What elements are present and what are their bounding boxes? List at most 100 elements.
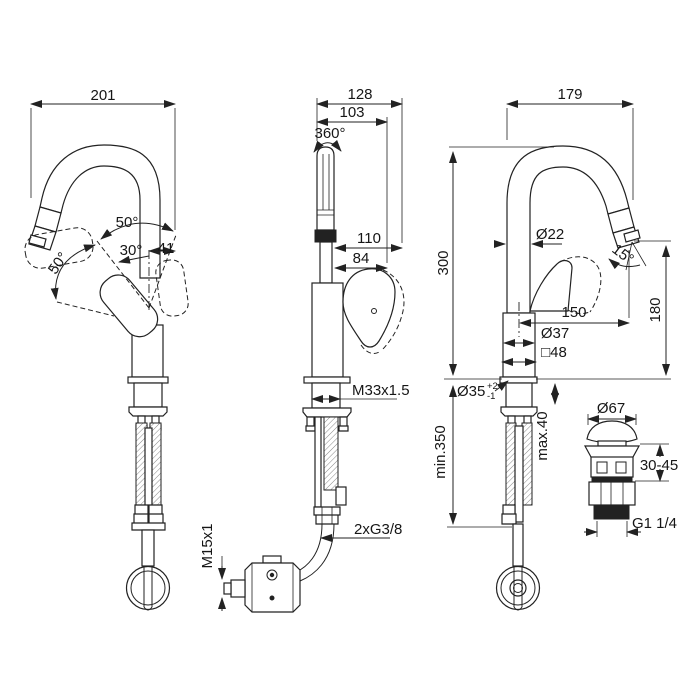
- dim-outlet-angle-arc: [608, 258, 641, 270]
- dim-hole-leader: [494, 380, 509, 392]
- view-right-profile: 179 Ø22 15° 300 180 150 Ø37 □48 Ø35 +2 -…: [432, 86, 671, 611]
- dim-hole-tol-down: -1: [487, 391, 495, 402]
- hose-nut: [313, 506, 341, 525]
- dim-hole-tol-up: +2: [487, 381, 498, 392]
- label-drain-thread: G1 1/4: [632, 515, 677, 532]
- dim-base-square: □48: [541, 344, 567, 361]
- hose-weight: [125, 565, 171, 611]
- valve-screw-center: [269, 572, 275, 578]
- check-valve: [335, 486, 347, 506]
- lever-handle: [529, 259, 573, 312]
- mounting-flange: [128, 406, 168, 417]
- dim-cap-dia: Ø67: [597, 400, 625, 417]
- pullout-rod: [144, 427, 153, 509]
- hose-weight-inner: [500, 570, 536, 606]
- dim-rotation: 360°: [314, 125, 345, 142]
- valve-feed-pipe: [295, 523, 335, 582]
- drain-thread: [593, 504, 630, 520]
- mounting-flange: [500, 406, 538, 417]
- spout-lower: [319, 241, 333, 284]
- view-left-profile: 201 50° 30° 41 50°: [24, 87, 189, 611]
- drain-hex-nut: [588, 481, 636, 506]
- drain-slot: [596, 461, 608, 474]
- extension-lines: [30, 108, 176, 230]
- lever-handle-side-ghost: [155, 259, 189, 317]
- dim-rotation-arc: [313, 139, 342, 153]
- spout-outline: [39, 144, 161, 279]
- pullout-rod: [514, 425, 524, 523]
- pullout-hose: [314, 416, 322, 508]
- supply-hose: [323, 416, 339, 491]
- dim-spout-depth: 103: [339, 104, 364, 121]
- hose-fittings: [131, 504, 166, 531]
- dim-swivel-top: 50°: [116, 214, 139, 231]
- drain-cap: [586, 420, 638, 444]
- dim-reach-inner: 84: [353, 250, 370, 267]
- lever-handle: [342, 268, 396, 348]
- thread-shank: [133, 382, 163, 408]
- spout-outlet: [623, 229, 641, 243]
- drain-cap-neck: [597, 440, 627, 447]
- spray-head-band: [314, 229, 337, 243]
- spout-outlet: [28, 234, 47, 248]
- dim-swivel-top-arc: [100, 222, 174, 240]
- dim-reach-outer: 110: [357, 230, 381, 247]
- dim-swivel-mid: 30°: [120, 242, 143, 259]
- dim-spout-dia: Ø22: [536, 226, 564, 243]
- drain-seal-band: [591, 476, 633, 483]
- dim-depth: 128: [347, 86, 372, 103]
- drain-slot: [615, 461, 627, 474]
- dim-hose-min: min.350: [432, 425, 449, 478]
- pullout-hose: [512, 523, 524, 567]
- dim-reach: 150: [561, 304, 586, 321]
- extension-lines: [444, 108, 671, 528]
- drain-hex-facets: [600, 482, 624, 505]
- hose-weight-hub: [509, 579, 527, 597]
- valve-screw: [266, 569, 278, 581]
- spout-joint-lines: [317, 154, 334, 216]
- dim-swivel-side-arc: [50, 244, 96, 300]
- dim-outlet-height: 180: [647, 297, 664, 322]
- dim-hole-dia: Ø35: [457, 383, 485, 400]
- hose-through-weight: [143, 567, 153, 611]
- dim-swivel-side: 50°: [45, 249, 72, 277]
- label-body-thread: M33x1.5: [352, 382, 410, 399]
- lever-handle-raised-ghost: [24, 227, 94, 269]
- mounting-flange: [302, 407, 352, 418]
- dim-deck-max: max.40: [534, 411, 551, 460]
- valve-connector-cap: [223, 582, 232, 595]
- valve-box-chamfers: [251, 563, 294, 612]
- dim-body-dia: Ø37: [541, 325, 569, 342]
- lever-handle: [99, 274, 159, 338]
- hose-nut-facets: [321, 507, 333, 524]
- hose-through-weight: [513, 567, 523, 611]
- label-connector-thread: M15x1: [199, 523, 216, 568]
- valve-connector: [230, 579, 246, 598]
- dim-height: 300: [435, 250, 452, 275]
- hose-weight-inner: [130, 570, 166, 606]
- base-flange: [127, 376, 169, 384]
- base-flange: [303, 376, 351, 384]
- dim-width: 179: [557, 86, 582, 103]
- lever-handle-ghost: [559, 256, 602, 315]
- dim-offset: 41: [158, 240, 175, 257]
- lever-handle-ghost: [360, 269, 405, 354]
- pullout-hose: [141, 529, 155, 567]
- handle-indicator-dot: [371, 308, 377, 314]
- hose-fitting: [501, 504, 517, 525]
- thread-shank: [505, 382, 533, 408]
- dim-deck-range: 30-45: [640, 457, 678, 474]
- spout-outline: [506, 145, 630, 314]
- label-supply-thread: 2xG3/8: [354, 521, 402, 538]
- faucet-body: [311, 282, 344, 378]
- dim-swivel-mid-arc: [118, 255, 150, 264]
- dim-width: 201: [90, 87, 115, 104]
- drain-valve-assembly: Ø67 30-45 G1 1/4: [583, 400, 678, 537]
- valve-top-tab: [262, 555, 282, 564]
- mounting-studs: [305, 416, 349, 432]
- valve-dot: [269, 595, 275, 601]
- view-front: 128 103 360° 110 84 M33x1.5 2xG3/8 M15x1: [199, 86, 410, 613]
- base-flange: [499, 376, 538, 384]
